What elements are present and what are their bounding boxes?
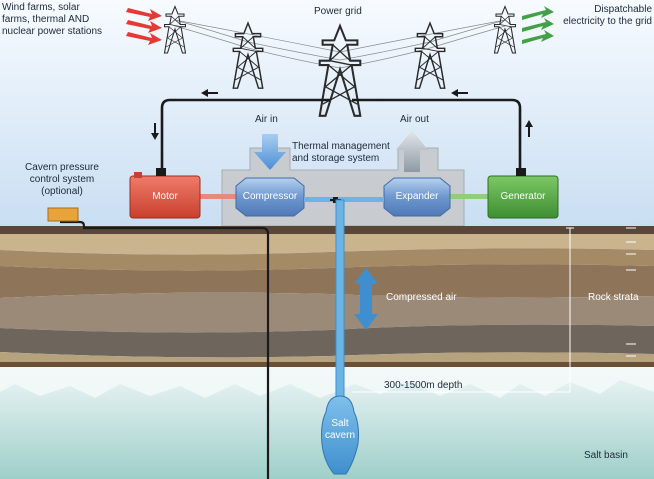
motor-label: Motor (152, 191, 178, 202)
salt-basin-label: Salt basin (584, 450, 628, 461)
energy-sources-label: Wind farms, solar farms, thermal AND nuc… (2, 2, 103, 37)
rock-strata (0, 226, 654, 367)
compressor-label: Compressor (242, 191, 298, 202)
pressure-control-label: Cavern pressure control system (optional… (25, 162, 99, 197)
generator-terminal (516, 168, 526, 176)
motor-terminal (156, 168, 166, 176)
air-in-label: Air in (255, 114, 278, 125)
incoming-power-arrows-icon (126, 8, 162, 45)
rock-strata-label: Rock strata (588, 292, 639, 303)
salt-cavern-label: Salt cavern (324, 418, 355, 441)
generator-shaft (448, 194, 490, 199)
depth-label: 300-1500m depth (384, 380, 463, 391)
salt-cavern (321, 395, 359, 475)
motor-shaft (200, 194, 236, 199)
generator-label: Generator (500, 191, 546, 202)
expander-unit (383, 177, 451, 217)
flow-arrow-icons (151, 89, 533, 140)
compressor-unit (235, 177, 305, 217)
electrical-wiring (160, 98, 522, 172)
air-out-arrow-icon (396, 130, 428, 172)
air-shaft (335, 199, 345, 401)
pressure-control-line (60, 220, 270, 479)
power-grid-label: Power grid (314, 6, 362, 17)
thermal-storage-label: Thermal management and storage system (292, 141, 390, 164)
outgoing-power-arrows-icon (522, 6, 554, 44)
motor-terminal (134, 172, 142, 178)
air-out-label: Air out (400, 114, 429, 125)
strata-ticks (626, 227, 636, 357)
compressed-air-label: Compressed air (386, 292, 457, 303)
air-in-arrow-icon (254, 134, 286, 170)
expander-label: Expander (395, 191, 439, 202)
depth-scale (352, 227, 574, 393)
pressure-control-box (47, 207, 79, 222)
salt-texture (0, 367, 654, 398)
dispatchable-electricity-label: Dispatchable electricity to the grid (563, 4, 652, 27)
compressed-air-arrow-icon (354, 268, 378, 330)
